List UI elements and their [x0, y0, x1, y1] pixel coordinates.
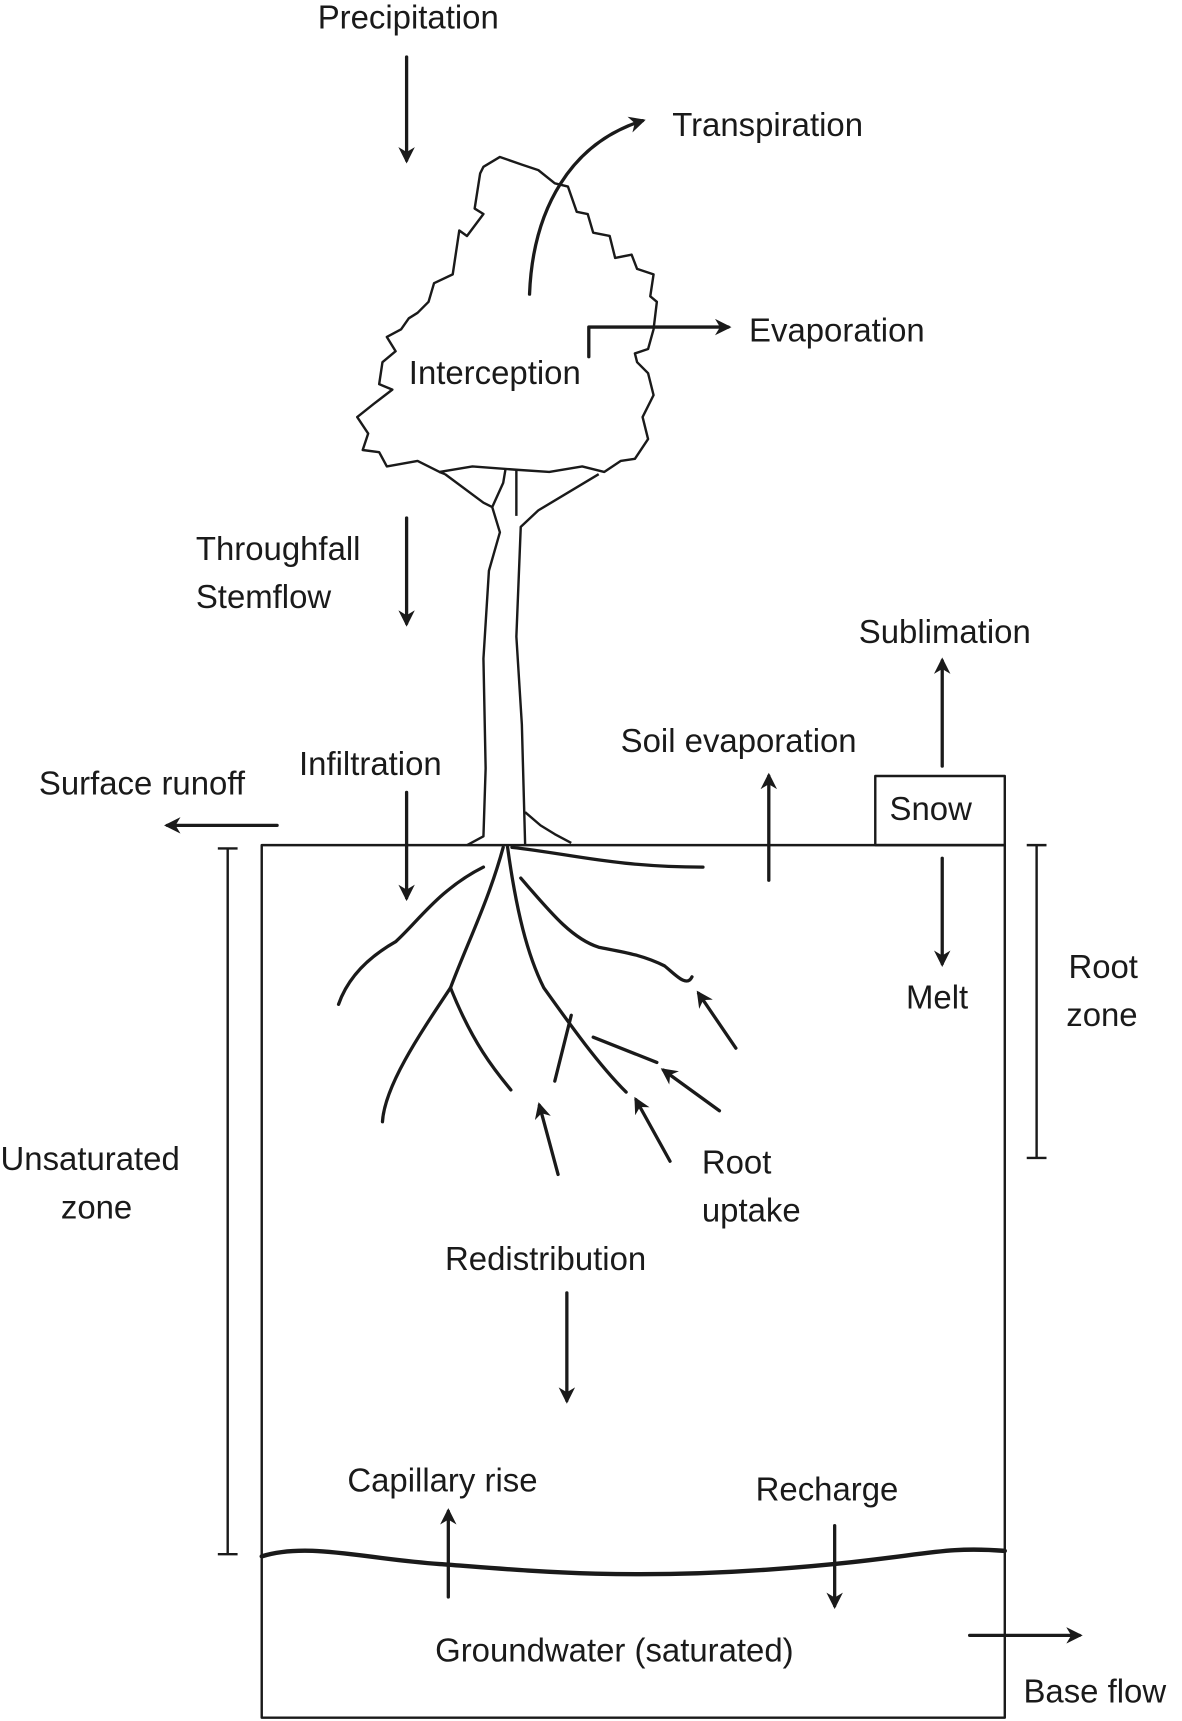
tree — [356, 155, 659, 847]
root-uptake-arrow — [660, 1068, 722, 1113]
tree-canopy — [356, 155, 659, 474]
soil-evaporation-label: Soil evaporation — [621, 722, 857, 759]
melt-label: Melt — [906, 979, 968, 1016]
evaporation-arrow — [587, 318, 732, 359]
root-uptake-label: uptake — [702, 1192, 801, 1229]
root-zone-label: zone — [1066, 996, 1137, 1033]
interception-label: Interception — [409, 354, 581, 391]
precipitation-label: Precipitation — [318, 0, 499, 36]
unsaturated-zone-label: zone — [61, 1188, 132, 1225]
unsaturated-zone-label: Unsaturated — [1, 1140, 180, 1177]
root-uptake-arrow — [696, 990, 738, 1050]
recharge-label: Recharge — [756, 1470, 899, 1507]
evaporation-label: Evaporation — [749, 311, 925, 348]
surface-runoff-label: Surface runoff — [39, 765, 246, 802]
root-uptake-arrow — [534, 1102, 560, 1177]
snow-label: Snow — [890, 790, 973, 827]
unsaturated-zone-bracket — [217, 847, 238, 1556]
tree-trunk — [439, 469, 600, 847]
root-zone-label: Root — [1068, 948, 1138, 985]
transpiration-arrow — [527, 116, 646, 296]
root-uptake-label: Root — [702, 1143, 772, 1180]
base-flow-label: Base flow — [1023, 1672, 1166, 1709]
stemflow-label: Stemflow — [196, 578, 332, 615]
transpiration-label: Transpiration — [672, 106, 863, 143]
redistribution-label: Redistribution — [445, 1240, 646, 1277]
groundwater-label: Groundwater (saturated) — [435, 1632, 793, 1669]
infiltration-label: Infiltration — [299, 745, 442, 782]
water-table — [259, 1547, 1007, 1577]
soil-column — [260, 843, 1006, 1719]
throughfall-label: Throughfall — [196, 530, 361, 567]
root-zone-bracket — [1026, 843, 1047, 1160]
roots — [336, 845, 705, 1124]
snow-box — [874, 774, 1006, 847]
capillary-rise-label: Capillary rise — [347, 1462, 537, 1499]
root-uptake-arrow — [634, 1096, 672, 1163]
sublimation-label: Sublimation — [859, 613, 1031, 650]
